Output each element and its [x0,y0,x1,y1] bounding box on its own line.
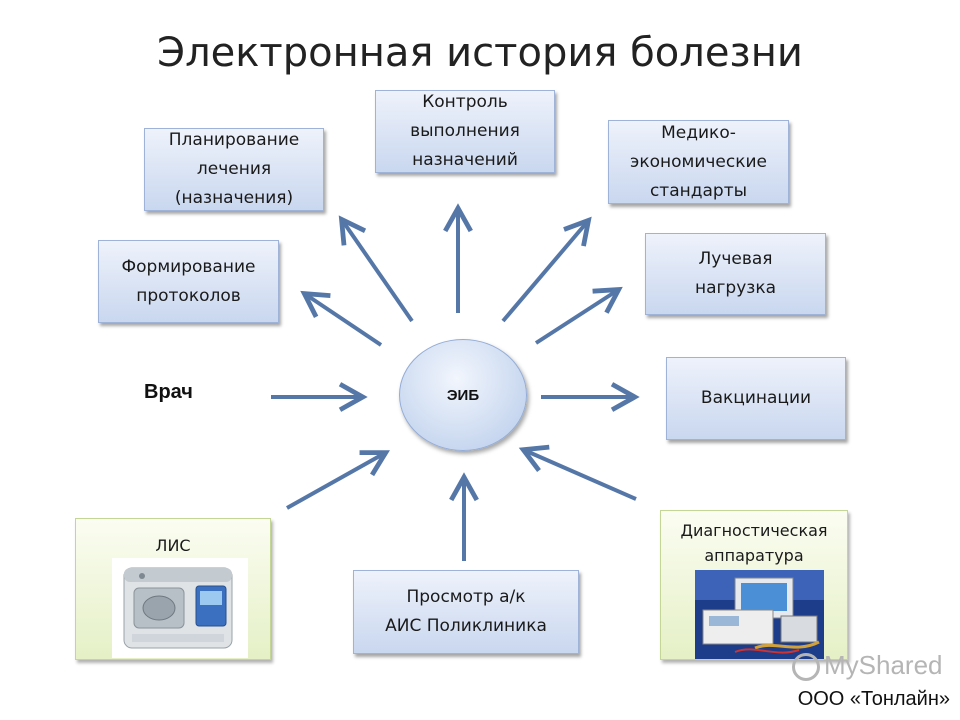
box-lis-label: ЛИС [155,536,191,555]
box-planning: Планирование лечения (назначения) [144,128,324,211]
watermark-logo: MyShared [792,650,943,682]
arrow-to-planning [338,215,414,323]
box-view-ais: Просмотр а/к АИС Поликлиника [353,570,579,654]
eib-node: ЭИБ [399,339,527,451]
arrow-to-standards [501,216,592,323]
box-vaccination: Вакцинации [666,357,846,440]
box-diagnostic-label: Диагностическая аппаратура [680,521,828,565]
box-protocols: Формирование протоколов [98,240,279,323]
diagnostic-equipment-image [695,570,824,659]
box-radiation: Лучевая нагрузка [645,233,826,315]
lab-analyzer-image [112,558,248,658]
company-label: ООО «Тонлайн» [797,688,950,710]
box-control: Контроль выполнения назначений [375,90,555,173]
arrow-from-lis [286,450,390,510]
diagram-title: Электронная история болезни [157,30,803,76]
arrow-to-protocols [300,290,383,347]
arrow-to-radiation [534,286,623,345]
arrow-from-diagnostic [518,444,637,501]
doctor-label: Врач [144,381,193,403]
box-standards: Медико- экономические стандарты [608,120,789,204]
